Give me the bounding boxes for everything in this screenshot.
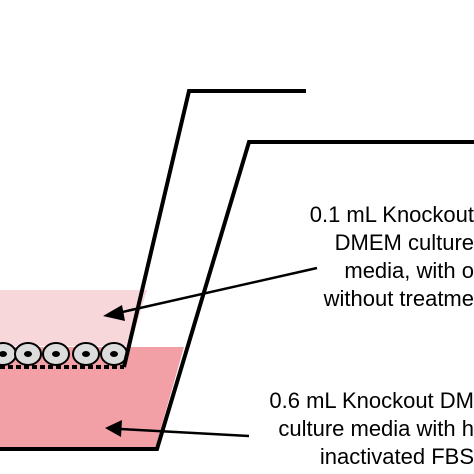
cell-layer	[0, 342, 128, 366]
lower-label: 0.6 mL Knockout DM culture media with h …	[269, 388, 474, 469]
well-wall	[0, 140, 474, 451]
cell	[42, 342, 70, 366]
insert-media	[0, 290, 147, 346]
cell	[0, 342, 17, 366]
upper-label-line-2: DMEM culture	[335, 230, 474, 255]
lower-arrowhead	[105, 420, 122, 437]
lower-arrow	[105, 420, 250, 438]
lower-label-line-1: 0.6 mL Knockout DM	[269, 388, 474, 413]
cell	[14, 342, 42, 366]
cell	[72, 342, 100, 366]
upper-label: 0.1 mL Knockout DMEM culture media, with…	[310, 202, 474, 311]
well-media	[0, 347, 184, 449]
lower-label-line-3: inactivated FBS	[320, 444, 474, 469]
upper-label-line-1: 0.1 mL Knockout	[310, 202, 474, 227]
insert-wall	[122, 89, 306, 368]
upper-label-line-4: without treatme	[323, 286, 474, 311]
lower-label-line-2: culture media with h	[278, 416, 474, 441]
upper-arrow	[103, 266, 318, 321]
cell	[100, 342, 128, 366]
upper-arrowhead	[103, 305, 125, 321]
upper-label-line-3: media, with o	[344, 258, 474, 283]
